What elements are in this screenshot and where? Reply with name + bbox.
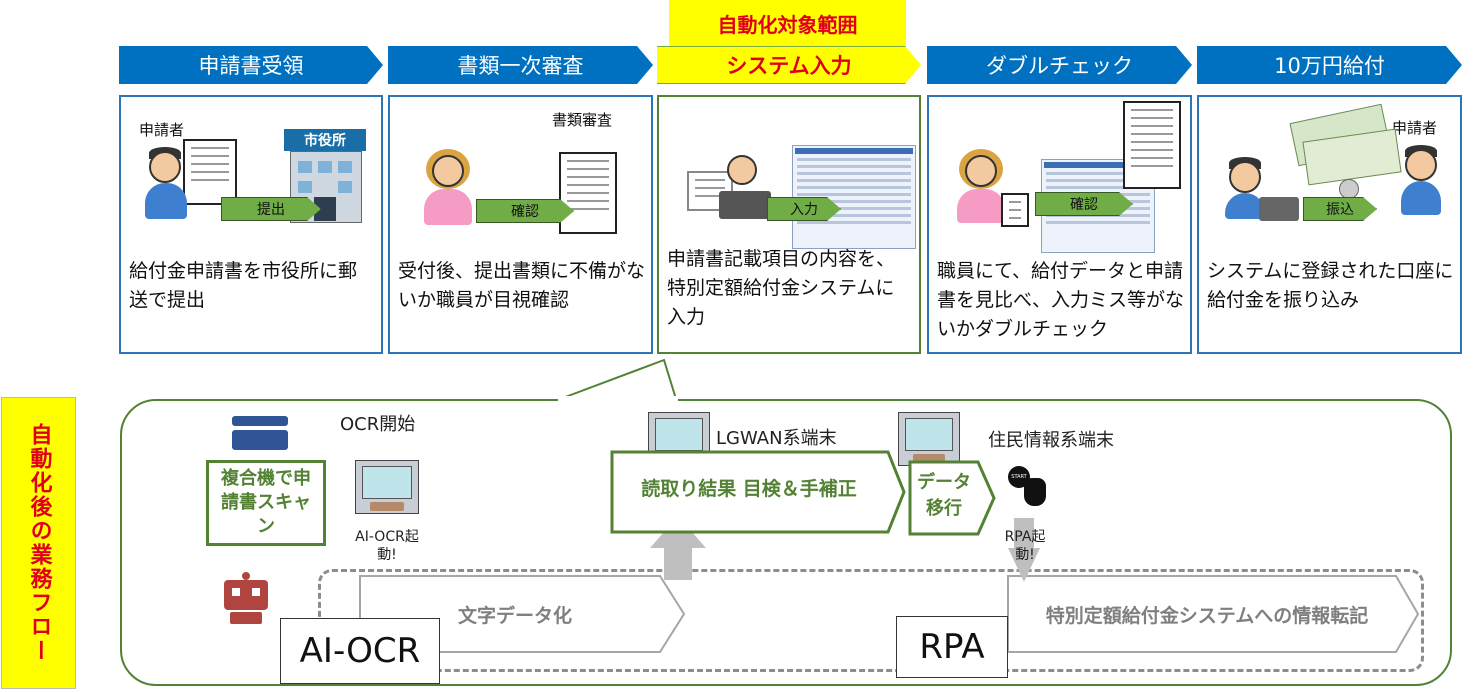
step-desc-first-review: 受付後、提出書類に不備がないか職員が目視確認 xyxy=(398,260,646,311)
city-hall-sign: 市役所 xyxy=(284,129,366,151)
rpa-trigger-label: RPA起動! xyxy=(1004,529,1046,563)
step-box-double-check: 確認 職員にて、給付データと申請書を見比べ、入力ミス等がないかダブルチェック xyxy=(927,95,1192,354)
typing-staff-icon xyxy=(727,155,757,185)
form-icon xyxy=(183,139,237,205)
payer-staff-icon xyxy=(1229,161,1261,193)
step-desc-double-check: 職員にて、給付データと申請書を見比べ、入力ミス等がないかダブルチェック xyxy=(937,260,1185,340)
application-document-icon xyxy=(1123,101,1181,189)
step-box-first-review: 書類審査 確認 受付後、提出書類に不備がないか職員が目視確認 xyxy=(388,95,653,354)
review-arrow-box xyxy=(610,450,906,534)
recipient-body xyxy=(1401,181,1441,215)
step-desc-receive: 給付金申請書を市役所に郵送で提出 xyxy=(129,260,358,311)
applicant-note: 申請者 xyxy=(139,121,185,139)
step-header-payment: 10万円給付 xyxy=(1197,46,1462,84)
migrate-box: データ移行 xyxy=(917,472,971,519)
step-desc-system-input: 申請書記載項目の内容を、特別定額給付金システムに入力 xyxy=(667,248,896,328)
pointer-hand-icon xyxy=(1024,478,1046,506)
payer-body xyxy=(1225,193,1265,219)
automation-scope-label: 自動化対象範囲 xyxy=(669,0,906,46)
juumin-terminal-label: 住民情報系端末 xyxy=(988,430,1114,451)
ai-ocr-label: AI-OCR xyxy=(280,618,440,684)
robot-icon xyxy=(216,572,276,624)
document-review-note: 書類審査 xyxy=(552,111,613,129)
text-data-step: 文字データ化 xyxy=(457,604,572,627)
review-box: 読取り結果 目検＆手補正 xyxy=(641,478,857,500)
checker-staff-icon xyxy=(965,155,997,187)
rpa-label: RPA xyxy=(896,616,1008,678)
step-box-system-input: 入力 申請書記載項目の内容を、特別定額給付金システムに入力 xyxy=(657,95,921,354)
recipient-person-icon xyxy=(1405,149,1437,181)
payer-laptop-icon xyxy=(1259,197,1299,221)
person-icon xyxy=(149,151,181,183)
staff-woman-body xyxy=(424,189,472,225)
input-arrow: 入力 xyxy=(767,197,841,221)
ocr-start-label: OCR開始 xyxy=(340,414,416,435)
recipient-note: 申請者 xyxy=(1392,119,1438,137)
submit-arrow: 提出 xyxy=(221,197,321,221)
step-header-double-check: ダブルチェック xyxy=(927,46,1192,84)
step-header-first-review: 書類一次審査 xyxy=(388,46,653,84)
scanner-icon xyxy=(232,416,288,450)
lgwan-label: LGWAN系端末 xyxy=(716,428,837,449)
transfer-arrow: 振込 xyxy=(1303,197,1377,221)
post-automation-flow-label: 自動化後の業務フロー xyxy=(1,397,76,689)
ocr-terminal-icon xyxy=(355,460,419,514)
step-desc-payment: システムに登録された口座に給付金を振り込み xyxy=(1207,260,1454,311)
ai-ocr-trigger-label: AI-OCR起動! xyxy=(355,529,419,563)
transfer-step: 特別定額給付金システムへの情報転記 xyxy=(1045,604,1369,627)
callout-gap xyxy=(558,396,678,402)
scan-box: 複合機で申請書スキャン xyxy=(206,460,326,546)
step-header-system-input: システム入力 xyxy=(657,46,921,84)
review-document-icon xyxy=(559,152,617,234)
juumin-terminal-icon xyxy=(898,412,960,466)
confirm-arrow: 確認 xyxy=(476,199,574,223)
laptop-icon xyxy=(719,191,771,219)
staff-woman-icon xyxy=(432,155,464,187)
checklist-icon xyxy=(1001,193,1029,227)
checker-body xyxy=(957,189,1005,223)
step-box-payment: 申請者 振込 システムに登録された口座に給付金を振り込み xyxy=(1197,95,1462,354)
step-box-receive: 申請者 市役所 提出 給付金申請書を市役所に郵送で提出 xyxy=(119,95,383,354)
automated-flow-region xyxy=(120,399,1452,686)
person-body xyxy=(145,183,187,219)
migrate-arrow-box xyxy=(908,460,996,536)
double-check-arrow: 確認 xyxy=(1035,192,1133,216)
step-header-receive: 申請書受領 xyxy=(119,46,383,84)
